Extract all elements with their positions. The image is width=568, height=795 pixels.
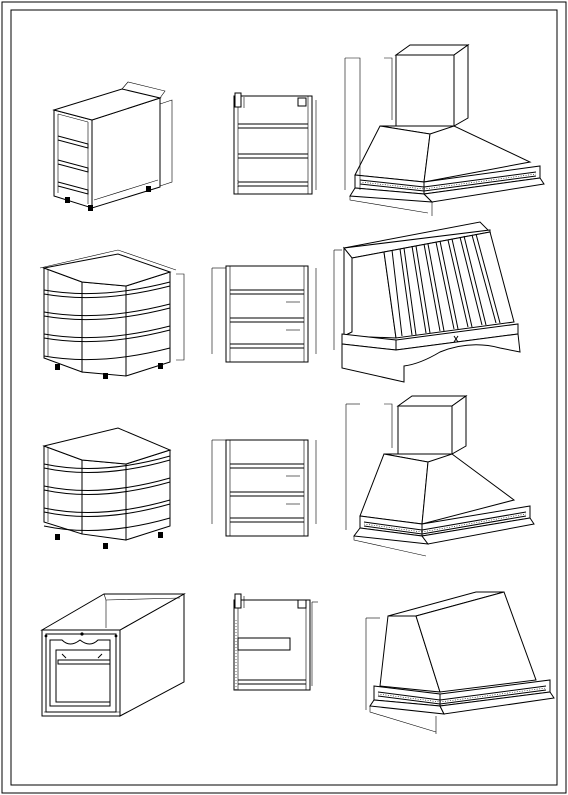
corner-cabinet-3d-row3 xyxy=(42,427,172,549)
base-cabinet-3d-row1 xyxy=(52,81,173,211)
inner-border xyxy=(10,9,558,786)
corner-cabinet-3d-row2 xyxy=(39,249,185,379)
chimney-hood-row1 xyxy=(344,44,545,216)
chimney-hood-row3 xyxy=(345,395,535,557)
base-cabinet-elevation-row1 xyxy=(233,92,317,195)
fluted-hood-row2 xyxy=(333,221,521,383)
corner-cabinet-elevation-row3 xyxy=(211,439,317,537)
sink-base-elevation-row4 xyxy=(233,593,318,691)
tapered-hood-row4 xyxy=(365,591,555,734)
sink-base-cabinet-3d-row4 xyxy=(40,593,186,717)
corner-cabinet-elevation-row2 xyxy=(211,265,317,363)
